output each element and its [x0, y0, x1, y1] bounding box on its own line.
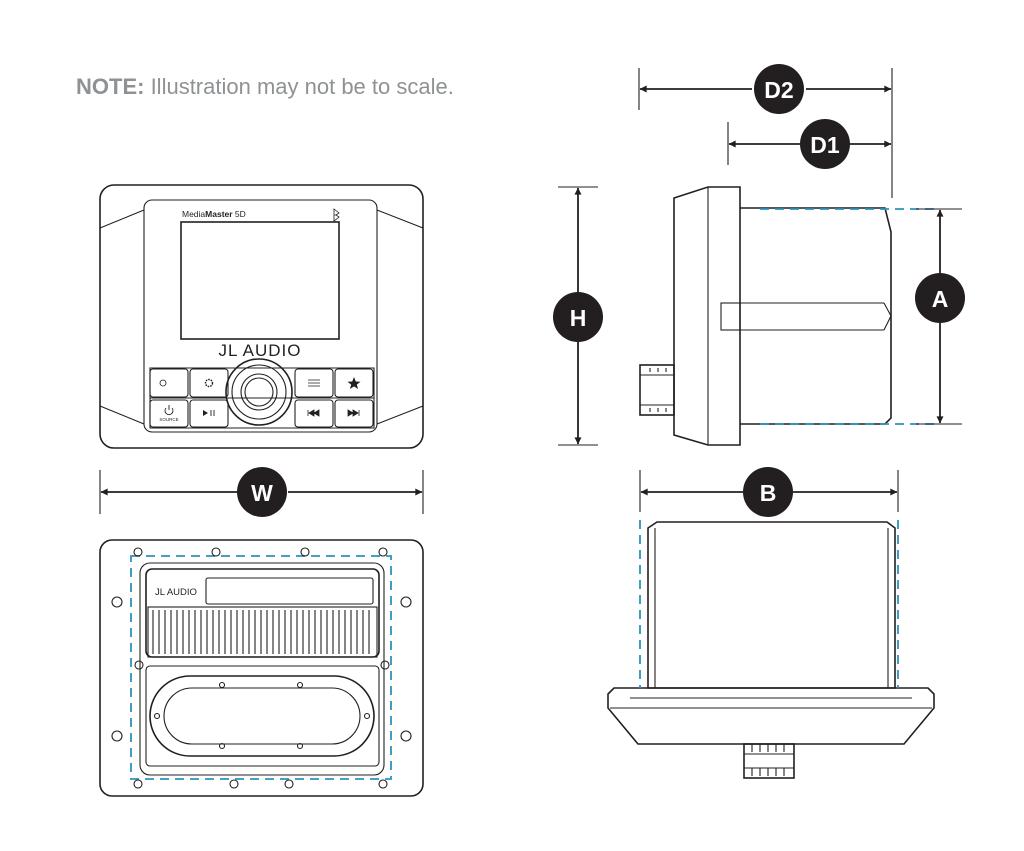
b-dimension: B — [639, 467, 899, 517]
w-dimension: W — [99, 467, 424, 517]
rear-view: JL AUDIO — [99, 539, 424, 797]
gear-icon — [204, 378, 214, 388]
svg-text:H: H — [570, 305, 587, 331]
front-screen — [180, 221, 340, 340]
b-label-badge: B — [743, 467, 793, 517]
a-dimension: A — [915, 208, 965, 425]
play-pause-button — [189, 399, 229, 428]
menu-button — [294, 368, 334, 398]
brand-logo: JL AUDIO — [219, 341, 302, 360]
side-view — [639, 186, 936, 446]
previous-track-icon — [307, 409, 320, 417]
rear-connector-port — [149, 675, 375, 757]
front-bezel-outer — [99, 184, 424, 449]
top-body — [647, 521, 896, 689]
side-body — [740, 207, 892, 425]
side-bezel — [673, 186, 741, 446]
svg-text:D1: D1 — [810, 132, 840, 158]
illustration-note: NOTE: Illustration may not be to scale. — [76, 74, 454, 100]
d1-label-badge: D1 — [800, 119, 850, 169]
front-bezel-inner — [143, 199, 378, 433]
rear-frame-outer — [99, 539, 424, 797]
next-track-icon — [347, 409, 360, 417]
d2-dimension: D2 — [638, 64, 893, 198]
svg-text:D2: D2 — [764, 77, 793, 103]
h-dimension: H — [553, 186, 603, 446]
front-view: MediaMaster 5D JL AUDIO SOURCE — [99, 184, 424, 449]
rear-screw-holes — [111, 547, 412, 789]
heatsink-fins — [147, 606, 378, 658]
rear-heatsink-housing — [145, 568, 380, 658]
d2-label-badge: D2 — [754, 64, 804, 114]
source-label: SOURCE — [159, 417, 178, 422]
bluetooth-icon — [333, 208, 340, 222]
svg-text:W: W — [251, 480, 273, 506]
star-icon — [347, 377, 361, 389]
note-text: Illustration may not be to scale. — [144, 74, 454, 99]
settings-button — [189, 368, 229, 398]
brightness-night-button — [149, 368, 189, 398]
rear-brand-logo: JL AUDIO — [155, 587, 197, 598]
brightness-moon-icon — [159, 378, 177, 389]
w-label-badge: W — [237, 467, 287, 517]
svg-text:A: A — [932, 286, 949, 312]
next-track-button — [334, 399, 374, 428]
d1-dimension: D1 — [727, 119, 892, 169]
model-name: MediaMaster 5D — [182, 209, 246, 219]
favorite-button — [334, 368, 374, 398]
menu-lines-icon — [308, 379, 320, 387]
svg-text:B: B — [760, 480, 777, 506]
power-icon — [164, 405, 174, 416]
side-connector — [639, 364, 675, 416]
h-label-badge: H — [553, 292, 603, 342]
top-connector — [743, 743, 795, 779]
power-source-button — [149, 399, 189, 428]
play-pause-icon — [203, 410, 215, 416]
a-label-badge: A — [915, 273, 965, 323]
previous-track-button — [294, 399, 334, 428]
top-view — [607, 520, 935, 779]
top-bezel — [607, 687, 935, 745]
note-label: NOTE: — [76, 74, 145, 99]
rotary-knob-outer — [225, 358, 293, 426]
